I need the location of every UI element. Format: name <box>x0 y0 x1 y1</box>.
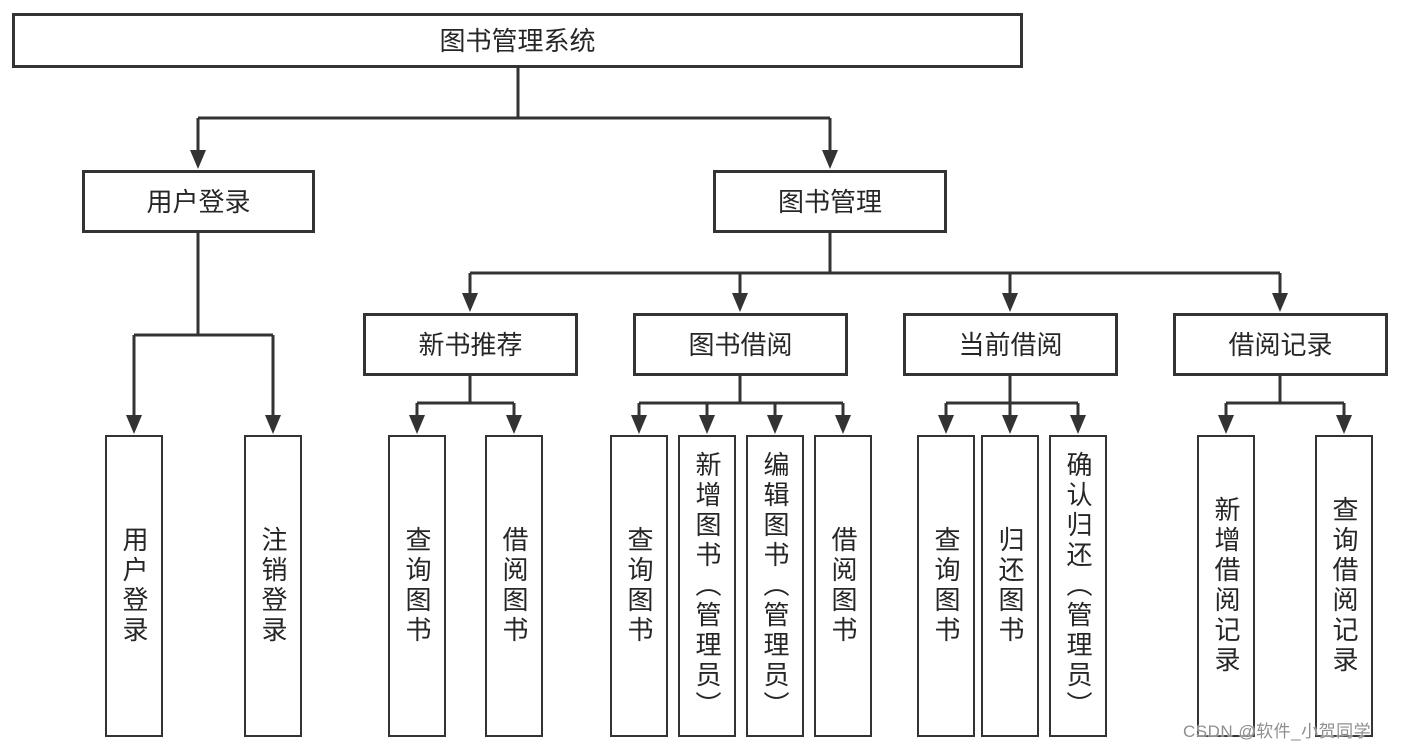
connector-new-books-to-leaves <box>415 376 516 417</box>
node-label: 当前借阅 <box>958 329 1063 360</box>
node-book-borrowing: 图书借阅 <box>633 313 848 376</box>
connector-borrow-records-to-leaves <box>1224 376 1346 417</box>
leaf-label: 新增借阅记录 <box>1211 496 1241 676</box>
leaf-confirm-return-admin: 确认归还（管理员） <box>1049 435 1107 737</box>
connector-current-borrow-to-leaves <box>944 376 1080 417</box>
arrowhead <box>1002 415 1018 434</box>
arrowhead <box>126 415 142 434</box>
node-label: 图书借阅 <box>688 329 793 360</box>
leaf-label: 注销登录 <box>258 526 288 646</box>
leaf-label: 编辑图书（管理员） <box>760 451 790 721</box>
connector-root-to-level2 <box>196 68 832 152</box>
arrowhead <box>265 415 281 434</box>
leaf-label: 借阅图书 <box>828 526 858 646</box>
leaf-query-books: 查询图书 <box>610 435 668 737</box>
arrowheads <box>126 150 1352 434</box>
leaf-label: 确认归还（管理员） <box>1063 451 1093 721</box>
leaf-borrow-books: 借阅图书 <box>814 435 872 737</box>
leaf-add-books-admin: 新增图书（管理员） <box>678 435 736 737</box>
node-book-management: 图书管理 <box>713 170 947 233</box>
leaf-label: 用户登录 <box>119 526 149 646</box>
arrowhead <box>506 415 522 434</box>
arrowhead <box>699 415 715 434</box>
csdn-watermark: CSDN @软件_小贺同学 <box>1183 722 1372 741</box>
leaf-label: 查询借阅记录 <box>1329 496 1359 676</box>
leaf-label: 查询图书 <box>624 526 654 646</box>
leaf-label: 新增图书（管理员） <box>692 451 722 721</box>
arrowhead <box>822 150 838 169</box>
leaf-logout: 注销登录 <box>244 435 302 737</box>
arrowhead <box>631 415 647 434</box>
connector-book-management-to-level3 <box>468 233 1282 295</box>
arrowhead <box>1218 415 1234 434</box>
leaf-label: 归还图书 <box>995 526 1025 646</box>
node-new-book-recommendation: 新书推荐 <box>363 313 578 376</box>
arrowhead <box>1336 415 1352 434</box>
node-label: 新书推荐 <box>418 329 523 360</box>
connector-user-login-to-leaves <box>132 233 275 417</box>
leaf-query-books: 查询图书 <box>917 435 975 737</box>
leaf-query-borrow-record: 查询借阅记录 <box>1315 435 1373 737</box>
arrowhead <box>409 415 425 434</box>
arrowhead <box>190 150 206 169</box>
node-label: 图书管理 <box>777 186 882 217</box>
leaf-label: 借阅图书 <box>499 526 529 646</box>
leaf-return-books: 归还图书 <box>981 435 1039 737</box>
node-library-management-system: 图书管理系统 <box>12 13 1023 68</box>
node-current-borrowing: 当前借阅 <box>903 313 1118 376</box>
node-label: 借阅记录 <box>1228 329 1333 360</box>
arrowhead <box>835 415 851 434</box>
arrowhead <box>1002 293 1018 312</box>
node-label: 用户登录 <box>146 186 251 217</box>
leaf-add-borrow-record: 新增借阅记录 <box>1197 435 1255 737</box>
leaf-query-books: 查询图书 <box>388 435 446 737</box>
arrowhead <box>938 415 954 434</box>
leaf-user-login: 用户登录 <box>105 435 163 737</box>
leaf-borrow-books: 借阅图书 <box>485 435 543 737</box>
node-label: 图书管理系统 <box>439 25 596 56</box>
node-borrowing-records: 借阅记录 <box>1173 313 1388 376</box>
node-user-login: 用户登录 <box>82 170 315 233</box>
connector-book-borrow-to-leaves <box>637 376 845 417</box>
arrowhead <box>1272 293 1288 312</box>
arrowhead <box>462 293 478 312</box>
arrowhead <box>1070 415 1086 434</box>
leaf-label: 查询图书 <box>931 526 961 646</box>
arrowhead <box>767 415 783 434</box>
arrowhead <box>732 293 748 312</box>
leaf-label: 查询图书 <box>402 526 432 646</box>
leaf-edit-books-admin: 编辑图书（管理员） <box>746 435 804 737</box>
